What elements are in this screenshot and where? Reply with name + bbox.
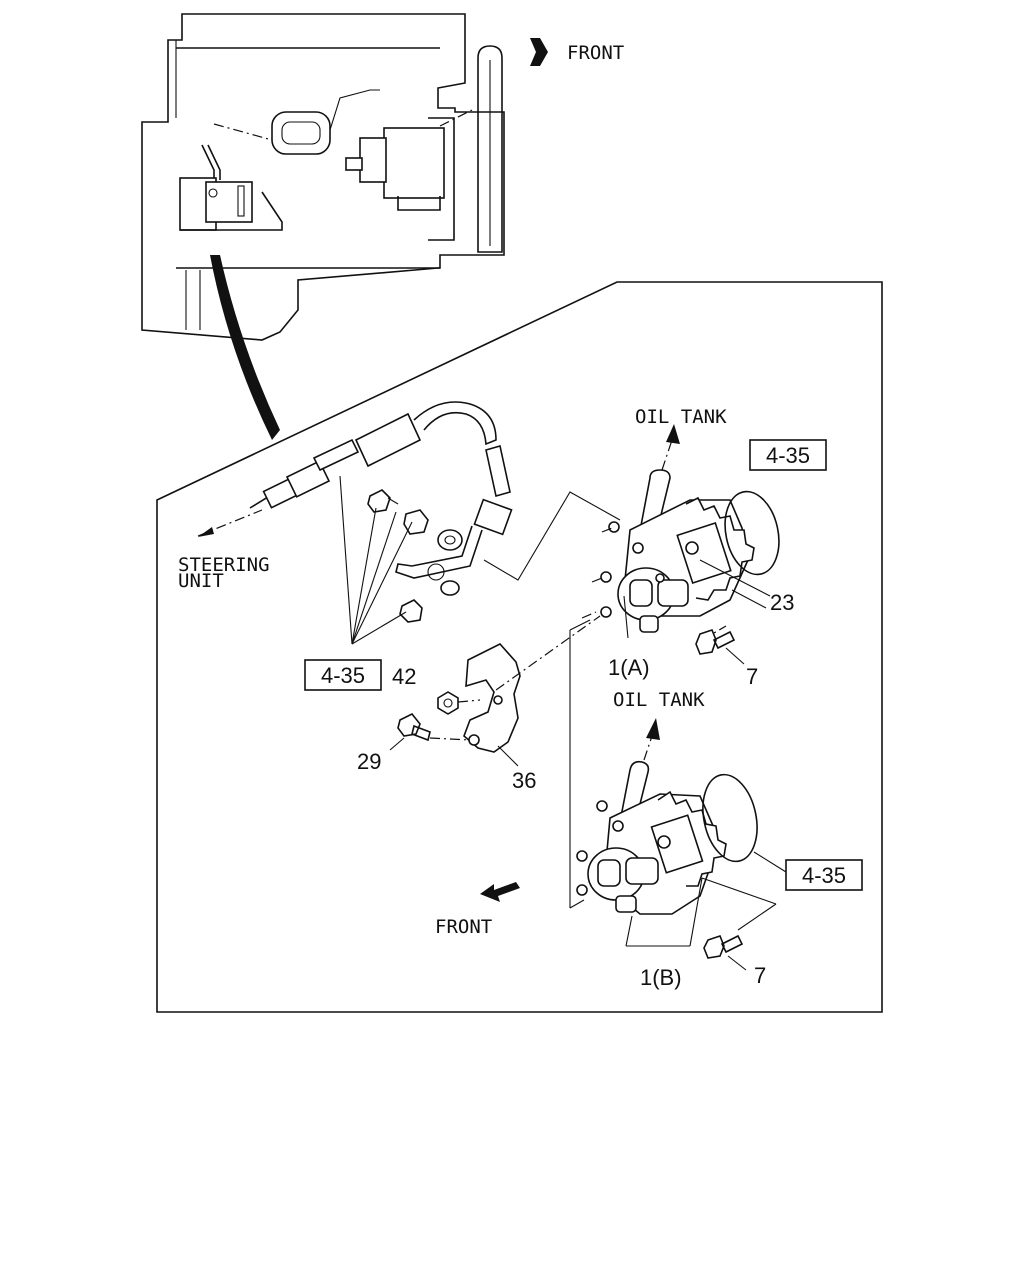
bolt-29 <box>389 712 431 751</box>
part-number-1b: 1(B) <box>640 965 682 990</box>
front-direction-bottom: FRONT <box>435 882 520 938</box>
part-number-29: 29 <box>357 749 381 774</box>
front-arrow-bottom-icon <box>480 882 520 902</box>
steering-unit-label-line1: STEERING <box>178 554 270 576</box>
pump-1a <box>581 424 780 665</box>
oil-tank-label-lower: OIL TANK <box>613 689 705 711</box>
part-number-7-upper: 7 <box>746 664 758 689</box>
part-number-36: 36 <box>512 768 536 793</box>
steering-arrow-icon <box>198 527 214 537</box>
oil-tank-arrow-icon <box>666 424 680 444</box>
front-label-top: FRONT <box>567 42 624 64</box>
nut-42 <box>437 691 481 715</box>
front-arrow-icon <box>530 38 548 66</box>
connector-lines <box>483 491 621 909</box>
engine-overview <box>141 13 505 440</box>
oil-tank-label-upper: OIL TANK <box>635 406 727 428</box>
bracket-36 <box>429 615 601 767</box>
front-direction-top: FRONT <box>530 38 624 66</box>
detail-frame <box>156 281 883 1013</box>
ref-box-upper-right: 4-35 <box>749 439 827 471</box>
svg-text:4-35: 4-35 <box>766 443 810 468</box>
steering-hose-assembly <box>197 401 513 623</box>
ref-box-lower-right: 4-35 <box>785 859 863 891</box>
svg-text:4-35: 4-35 <box>802 863 846 888</box>
ref-leaders-left <box>339 475 413 645</box>
steering-unit-label-line2: UNIT <box>178 570 224 592</box>
front-label-bottom: FRONT <box>435 916 492 938</box>
part-number-7-lower: 7 <box>754 963 766 988</box>
oil-tank-arrow-lower-icon <box>646 718 660 740</box>
svg-text:4-35: 4-35 <box>321 663 365 688</box>
part-number-23: 23 <box>770 590 794 615</box>
ref-box-left: 4-35 <box>304 659 382 691</box>
part-number-1a: 1(A) <box>608 655 650 680</box>
pump-1b <box>576 718 787 971</box>
part-number-42: 42 <box>392 664 416 689</box>
